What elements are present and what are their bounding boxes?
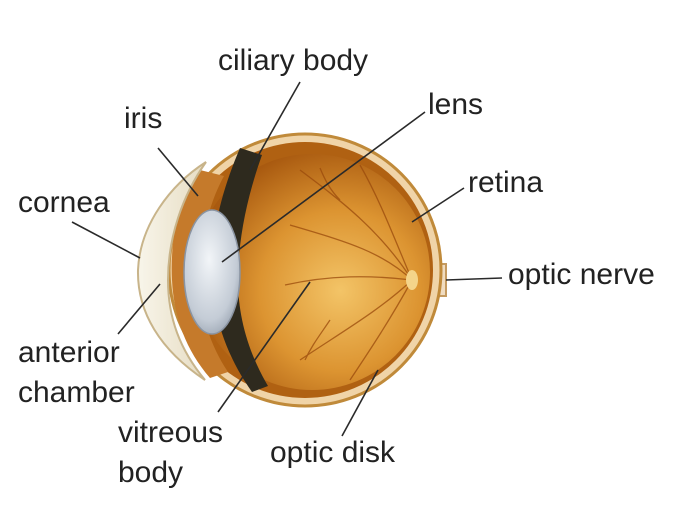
leader-optic-nerve xyxy=(445,277,503,281)
leader-anterior-chamber xyxy=(117,283,161,335)
leader-iris xyxy=(157,147,199,197)
ciliary-body-shape xyxy=(211,148,268,392)
leader-vitreous-body xyxy=(217,281,311,413)
leader-ciliary-body xyxy=(249,81,301,171)
label-cornea: cornea xyxy=(18,186,110,219)
label-vitreous-body-line2: body xyxy=(118,456,183,489)
label-anterior-chamber-line1: anterior xyxy=(18,336,120,369)
leader-retina xyxy=(411,187,465,223)
label-optic-nerve: optic nerve xyxy=(508,258,655,291)
leader-lines xyxy=(71,81,503,437)
retinal-vessels xyxy=(284,164,413,381)
optic-disk-shape xyxy=(406,270,418,290)
label-ciliary-body: ciliary body xyxy=(218,44,368,77)
label-retina: retina xyxy=(468,166,543,199)
label-vitreous-body-line1: vitreous xyxy=(118,416,223,449)
cornea-shape xyxy=(136,161,207,381)
label-anterior-chamber-line2: chamber xyxy=(18,376,135,409)
leader-lens xyxy=(221,111,426,263)
leader-optic-disk xyxy=(341,369,379,437)
label-optic-disk: optic disk xyxy=(270,436,396,469)
leader-cornea xyxy=(71,221,141,259)
vitreous-body-shape xyxy=(194,154,430,390)
lens-shape xyxy=(183,209,241,335)
label-iris: iris xyxy=(124,102,162,135)
label-lens: lens xyxy=(428,88,483,121)
